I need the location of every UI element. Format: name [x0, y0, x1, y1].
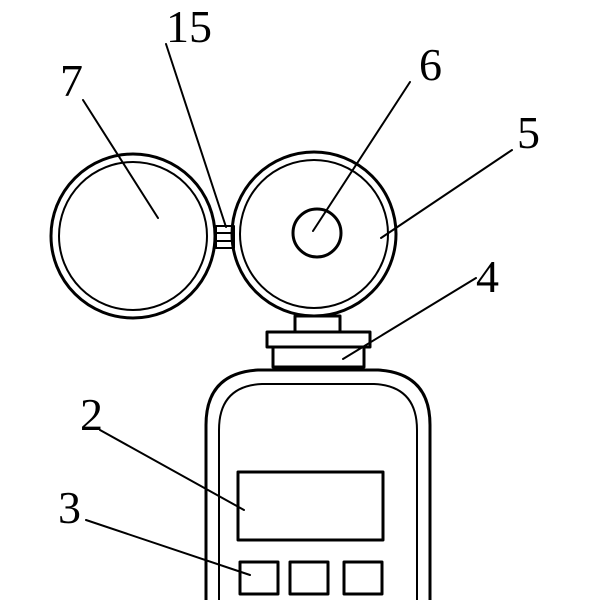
label-3: 3 — [58, 482, 81, 533]
leader-6 — [312, 81, 411, 232]
leader-7 — [82, 99, 159, 219]
label-6: 6 — [419, 39, 442, 90]
sensor-head — [230, 150, 398, 318]
neck-connector — [265, 314, 372, 369]
label-2: 2 — [80, 389, 103, 440]
leader-2 — [99, 429, 245, 511]
leader-4 — [342, 277, 477, 360]
button-left — [238, 560, 280, 596]
label-5: 5 — [517, 107, 540, 158]
leader-3 — [85, 519, 251, 576]
device-body — [204, 368, 432, 600]
label-7: 7 — [60, 55, 83, 106]
leader-5 — [380, 149, 513, 239]
leader-15 — [165, 43, 227, 228]
button-right — [342, 560, 384, 596]
button-middle — [288, 560, 330, 596]
display-screen — [236, 470, 385, 542]
probe-cap — [291, 207, 343, 259]
label-4: 4 — [476, 251, 499, 302]
label-15: 15 — [166, 1, 212, 52]
button-row — [238, 560, 384, 596]
